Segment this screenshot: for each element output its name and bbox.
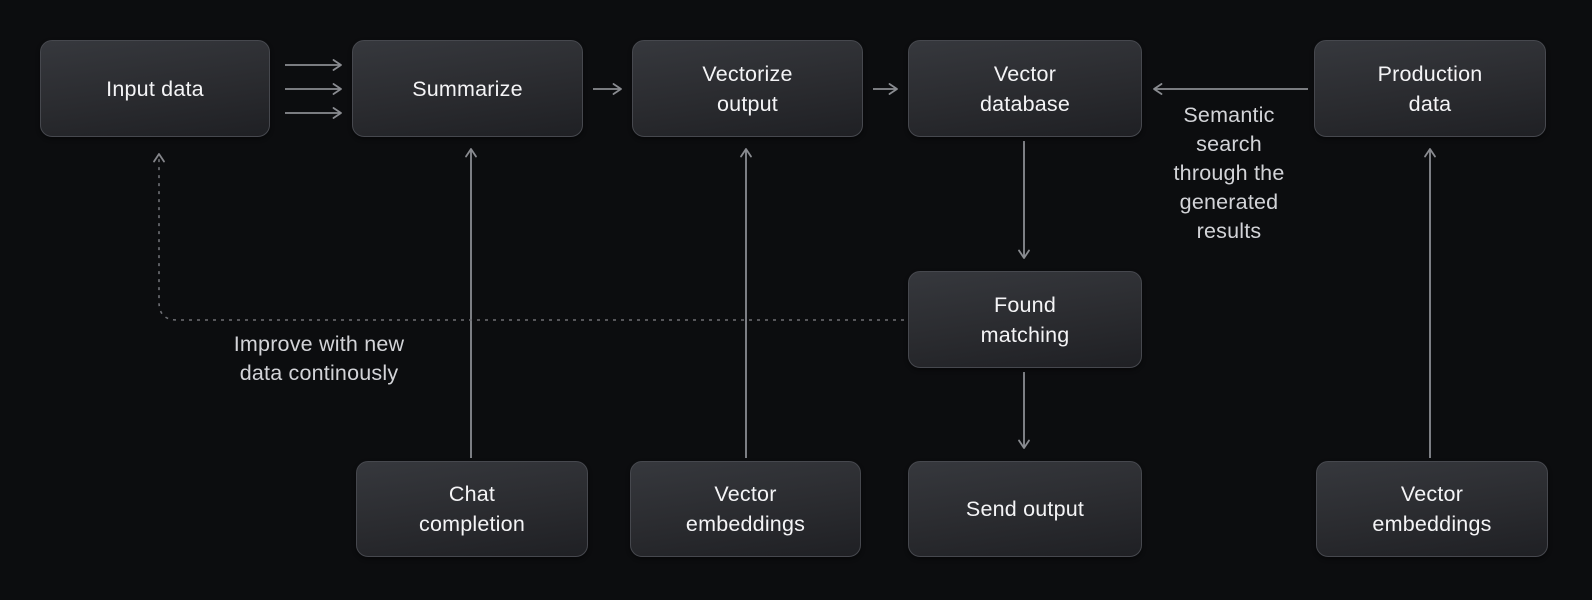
node-production-data: Production data [1314, 40, 1546, 137]
node-chat-completion: Chat completion [356, 461, 588, 557]
node-found-matching-label: Found matching [980, 292, 1070, 347]
node-vectorize-output-label: Vectorize output [702, 61, 793, 116]
node-summarize-label: Summarize [412, 76, 523, 101]
node-chat-completion-label: Chat completion [419, 482, 525, 536]
node-vector-embeddings-left: Vector embeddings [630, 461, 861, 557]
node-summarize: Summarize [352, 40, 583, 137]
node-vector-embeddings-left-label: Vector embeddings [685, 482, 806, 536]
node-vector-database-label: Vector database [979, 61, 1071, 116]
node-send-output-label: Send output [965, 497, 1085, 521]
node-vector-embeddings-right-label: Vector embeddings [1372, 482, 1492, 536]
edge-found-to-input-dashed [153, 153, 904, 321]
node-found-matching: Found matching [908, 271, 1142, 368]
node-send-output: Send output [908, 461, 1142, 557]
node-vector-embeddings-right: Vector embeddings [1316, 461, 1548, 557]
node-vector-database: Vector database [908, 40, 1142, 137]
node-production-data-label: Production data [1377, 61, 1483, 116]
node-vectorize-output: Vectorize output [632, 40, 863, 137]
node-input-data: Input data [40, 40, 270, 137]
edge-label-improve-with-new-data: Improve with new data continously [233, 332, 405, 385]
node-input-data-label: Input data [106, 76, 204, 101]
edge-label-semantic-search: Semantic search through the generated re… [1173, 103, 1285, 243]
